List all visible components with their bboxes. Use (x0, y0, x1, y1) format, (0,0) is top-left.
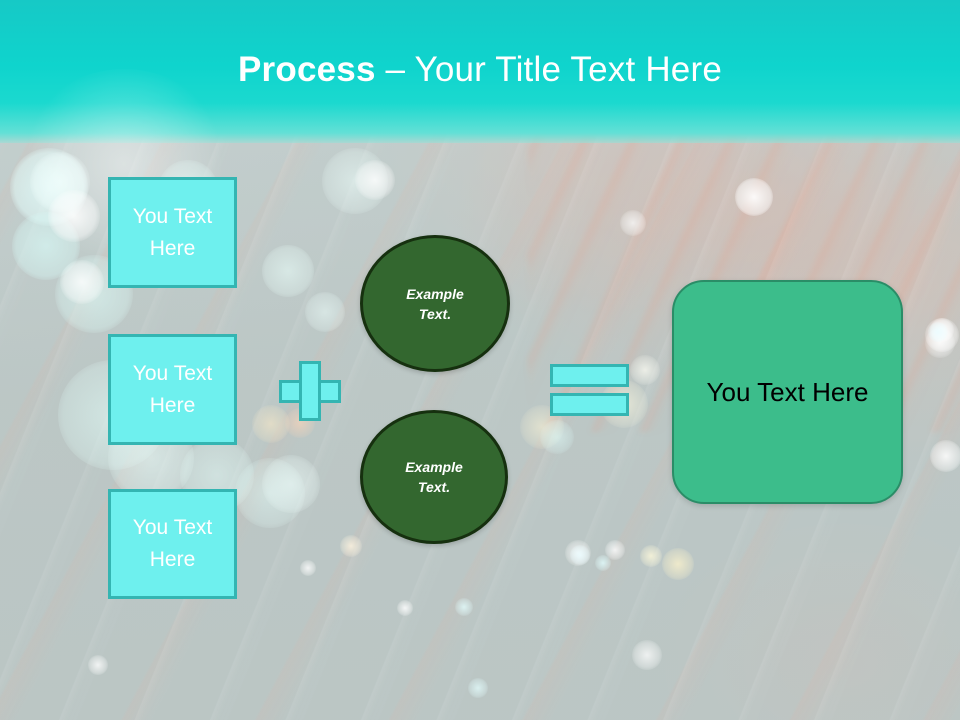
input-box-1-label: You Text Here (132, 204, 213, 260)
title-rest-part: – Your Title Text Here (375, 50, 722, 89)
result-box[interactable]: You Text Here (672, 280, 903, 504)
plus-center-fill (302, 383, 318, 400)
example-circle-1[interactable]: Example Text. (360, 235, 510, 372)
result-box-label: You Text Here (706, 376, 869, 407)
input-box-1[interactable]: You Text Here (108, 177, 237, 288)
title-bold-part: Process (238, 50, 376, 89)
input-box-3[interactable]: You Text Here (108, 489, 237, 599)
input-box-2[interactable]: You Text Here (108, 334, 237, 445)
equals-top-bar (550, 364, 629, 387)
equals-bottom-bar (550, 393, 629, 416)
example-circle-2-label: Example Text. (405, 459, 463, 495)
example-circle-2[interactable]: Example Text. (360, 410, 508, 544)
example-circle-1-label: Example Text. (406, 285, 464, 322)
plus-sign-icon (279, 361, 341, 421)
input-box-3-label: You Text Here (132, 516, 213, 571)
equals-sign-icon (550, 364, 629, 416)
input-box-2-label: You Text Here (132, 361, 213, 417)
page-title: Process – Your Title Text Here (0, 48, 960, 92)
